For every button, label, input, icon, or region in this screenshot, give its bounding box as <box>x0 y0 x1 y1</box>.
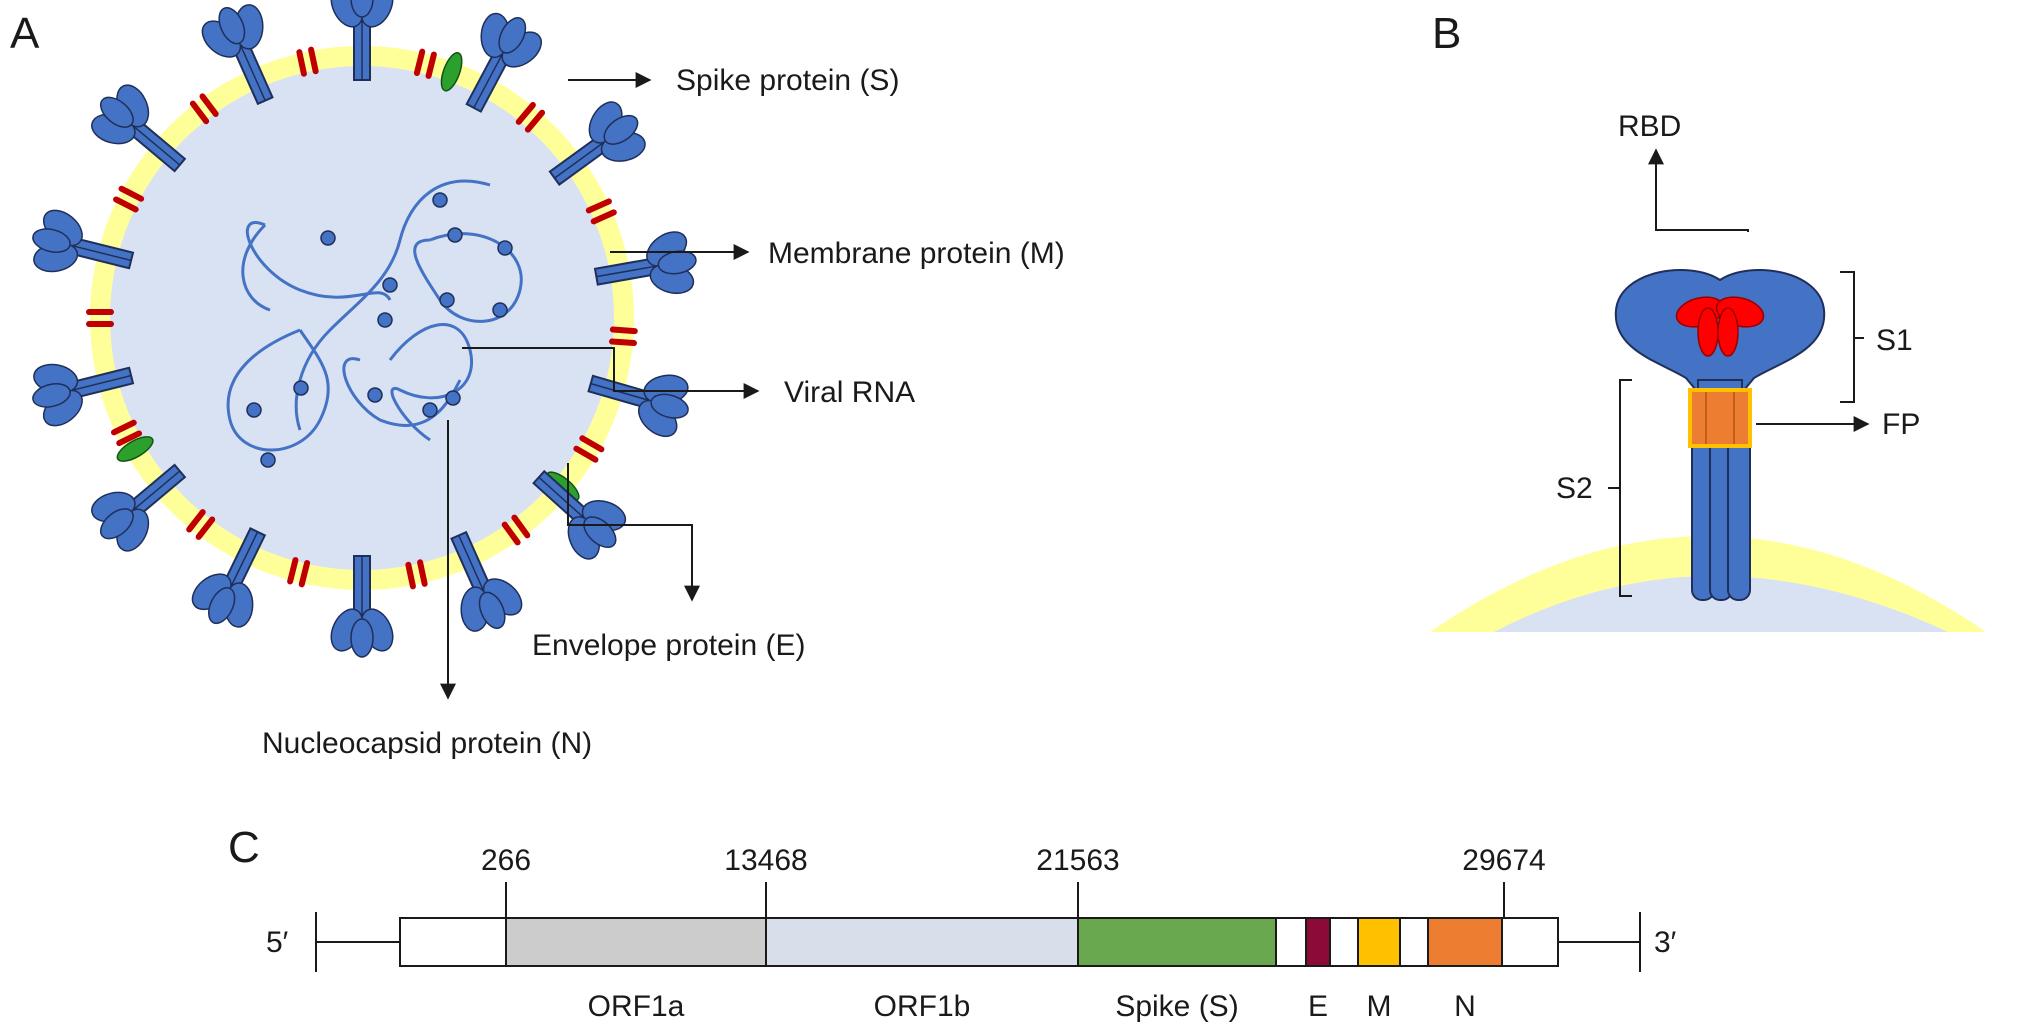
spike-protein-label: Spike protein (S) <box>676 64 899 97</box>
gene-block-orf1a <box>505 917 767 967</box>
gene-block-m <box>1357 917 1401 967</box>
envelope-protein-label: Envelope protein (E) <box>532 629 806 662</box>
gene-block-e <box>1305 917 1331 967</box>
panel-b-letter: B <box>1432 9 1461 58</box>
gene-block-spike-s <box>1077 917 1277 967</box>
virion-interior <box>110 66 614 570</box>
gene-block-orf1b <box>765 917 1079 967</box>
gene-label: M <box>1367 990 1392 1023</box>
panel-c-letter: C <box>228 823 260 872</box>
panel-a-callouts <box>440 72 760 700</box>
viral-rna-strand <box>226 179 523 452</box>
gene-label: ORF1a <box>588 990 685 1023</box>
membrane-protein-label: Membrane protein (M) <box>768 237 1065 270</box>
genome-ends <box>315 912 1641 972</box>
three-prime-label: 3′ <box>1654 926 1677 959</box>
gene-labels: ORF1a ORF1b Spike (S) E M N <box>588 990 1476 1023</box>
panel-a-letter: A <box>10 9 40 58</box>
s2-label: S2 <box>1556 472 1593 505</box>
gene-label: Spike (S) <box>1115 990 1238 1023</box>
position-label: 13468 <box>724 844 807 877</box>
fp-label: FP <box>1882 408 1920 441</box>
five-prime-label: 5′ <box>266 926 289 959</box>
position-label: 266 <box>481 844 531 877</box>
gene-label: E <box>1308 990 1328 1023</box>
position-label: 21563 <box>1036 844 1119 877</box>
rbd-domain <box>1675 296 1765 357</box>
gene-label: N <box>1454 990 1476 1023</box>
s1-label: S1 <box>1876 324 1913 357</box>
genome-position-marks: 266 13468 21563 29674 <box>481 844 1546 918</box>
nucleocapsid-protein-label: Nucleocapsid protein (N) <box>262 727 592 760</box>
panel-b-callouts <box>1608 148 1870 597</box>
gene-label: ORF1b <box>874 990 971 1023</box>
viral-rna-label: Viral RNA <box>784 376 915 409</box>
panel-b: B RBD S1 <box>1430 9 1986 632</box>
fusion-peptide <box>1688 388 1752 448</box>
rbd-label: RBD <box>1618 110 1681 143</box>
spike-monomer <box>1614 269 1826 601</box>
gene-block-n <box>1427 917 1503 967</box>
panel-a: A <box>10 0 1065 760</box>
gene-blocks <box>505 917 1503 967</box>
position-label: 29674 <box>1462 844 1545 877</box>
nucleocapsid-dots <box>246 192 513 468</box>
membrane-interior-arc <box>1494 576 1948 632</box>
